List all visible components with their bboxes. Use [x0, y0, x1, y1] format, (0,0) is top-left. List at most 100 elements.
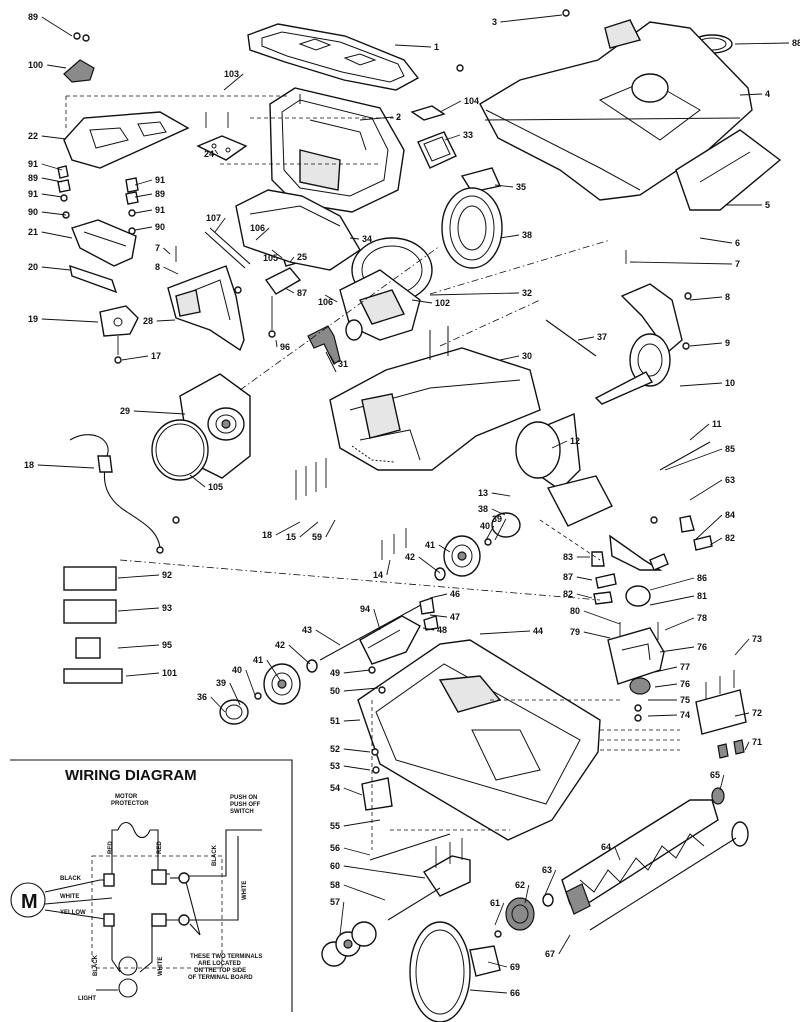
callout-label-74: 74 [680, 710, 690, 720]
callout-leader-54 [343, 787, 363, 796]
callout-label-18: 18 [24, 460, 34, 470]
callout-label-51: 51 [330, 716, 340, 726]
callout-leader-51 [343, 719, 361, 722]
callout-leader-96 [275, 339, 278, 348]
callout-leader-39 [494, 518, 507, 541]
callout-label-56: 56 [330, 843, 340, 853]
callout-leader-55 [343, 819, 381, 827]
callout-label-10: 10 [725, 378, 735, 388]
callout-label-101: 101 [162, 668, 177, 678]
callout-leader-93 [117, 607, 160, 612]
callout-leader-88 [734, 42, 790, 45]
callout-label-33: 33 [463, 130, 473, 140]
callout-leader-25 [289, 256, 295, 263]
callout-label-93: 93 [162, 603, 172, 613]
wire-label-black-top: BLACK [212, 844, 218, 866]
callout-leader-62 [524, 884, 530, 904]
callout-leader-9 [689, 342, 723, 347]
callout-leader-13 [491, 492, 511, 497]
wiring-diagram: WIRING DIAGRAM M MOTOR PROTECTOR [10, 759, 293, 1012]
callout-leader-47 [429, 614, 448, 618]
callout-leader-87 [576, 576, 593, 581]
callout-label-24: 24 [204, 149, 214, 159]
callout-label-42: 42 [275, 640, 285, 650]
motor-letter: M [21, 891, 38, 913]
callout-leader-95 [117, 644, 160, 649]
callout-label-14: 14 [373, 570, 383, 580]
callout-label-95: 95 [162, 640, 172, 650]
callout-label-17: 17 [151, 351, 161, 361]
callout-leader-18 [275, 521, 301, 536]
callout-leader-101 [125, 672, 160, 677]
callout-label-69: 69 [510, 962, 520, 972]
light-bulb-bottom [118, 978, 138, 998]
callout-leader-53 [343, 765, 371, 771]
callout-label-39: 39 [216, 678, 226, 688]
callout-leader-85 [664, 448, 723, 471]
callout-leader-8 [689, 296, 723, 301]
callout-label-71: 71 [752, 737, 762, 747]
callout-leader-71 [744, 741, 750, 751]
callout-leader-107 [214, 217, 226, 233]
callout-label-48: 48 [437, 625, 447, 635]
callout-leader-30 [499, 355, 520, 361]
callout-leader-66 [469, 989, 508, 994]
callout-label-41: 41 [425, 540, 435, 550]
callout-leader-58 [343, 884, 386, 901]
callout-label-107: 107 [206, 213, 221, 223]
switch-label-3: SWITCH [230, 809, 254, 815]
right-side-parts [515, 250, 711, 527]
callout-leader-65 [719, 774, 725, 791]
callout-leader-60 [343, 865, 426, 879]
callout-leader-105 [271, 249, 283, 259]
callout-leader-50 [343, 687, 379, 692]
callout-label-8: 8 [725, 292, 730, 302]
callout-leader-106 [324, 294, 338, 303]
callout-leader-67 [558, 934, 571, 955]
callout-label-37: 37 [597, 332, 607, 342]
callout-label-1: 1 [434, 42, 439, 52]
callout-leader-89 [41, 177, 63, 183]
light-label: LIGHT [78, 996, 96, 1002]
callout-leader-63 [544, 869, 557, 896]
callout-label-104: 104 [464, 96, 479, 106]
callout-leader-44 [479, 630, 531, 635]
motor-protector-symbol [117, 821, 151, 839]
callout-leader-33 [444, 134, 461, 141]
callout-leader-52 [343, 748, 371, 753]
callout-label-29: 29 [120, 406, 130, 416]
callout-leader-86 [649, 577, 695, 591]
callout-leader-6 [699, 237, 733, 244]
callout-leader-38 [491, 508, 506, 516]
wire-label-white: WHITE [60, 894, 79, 900]
wire-label-black: BLACK [60, 876, 82, 882]
callout-leader-12 [551, 440, 568, 449]
callout-leader-104 [439, 100, 462, 113]
callout-leader-91 [134, 209, 153, 214]
callout-label-25: 25 [297, 252, 307, 262]
wire-label-red-right: RED [157, 841, 163, 854]
callout-label-53: 53 [330, 761, 340, 771]
callout-leaders [37, 14, 790, 994]
callout-label-89: 89 [155, 189, 165, 199]
callout-leader-57 [339, 901, 345, 936]
callout-leader-31 [329, 354, 336, 365]
callout-leader-4 [739, 93, 763, 96]
callout-label-15: 15 [286, 532, 296, 542]
callout-leader-84 [694, 514, 723, 541]
callout-leader-41 [438, 544, 451, 553]
callout-leader-56 [343, 847, 371, 856]
callout-label-9: 9 [725, 338, 730, 348]
callout-label-30: 30 [522, 351, 532, 361]
callout-label-5: 5 [765, 200, 770, 210]
callout-leader-32 [429, 292, 520, 296]
callout-leader-10 [679, 382, 723, 387]
callout-label-18: 18 [262, 530, 272, 540]
end-cap-parts [151, 373, 251, 481]
callout-label-82: 82 [725, 533, 735, 543]
callout-leader-11 [689, 423, 710, 441]
callout-label-89: 89 [28, 173, 38, 183]
callout-leader-2 [359, 116, 394, 121]
callout-leader-8 [163, 266, 179, 275]
